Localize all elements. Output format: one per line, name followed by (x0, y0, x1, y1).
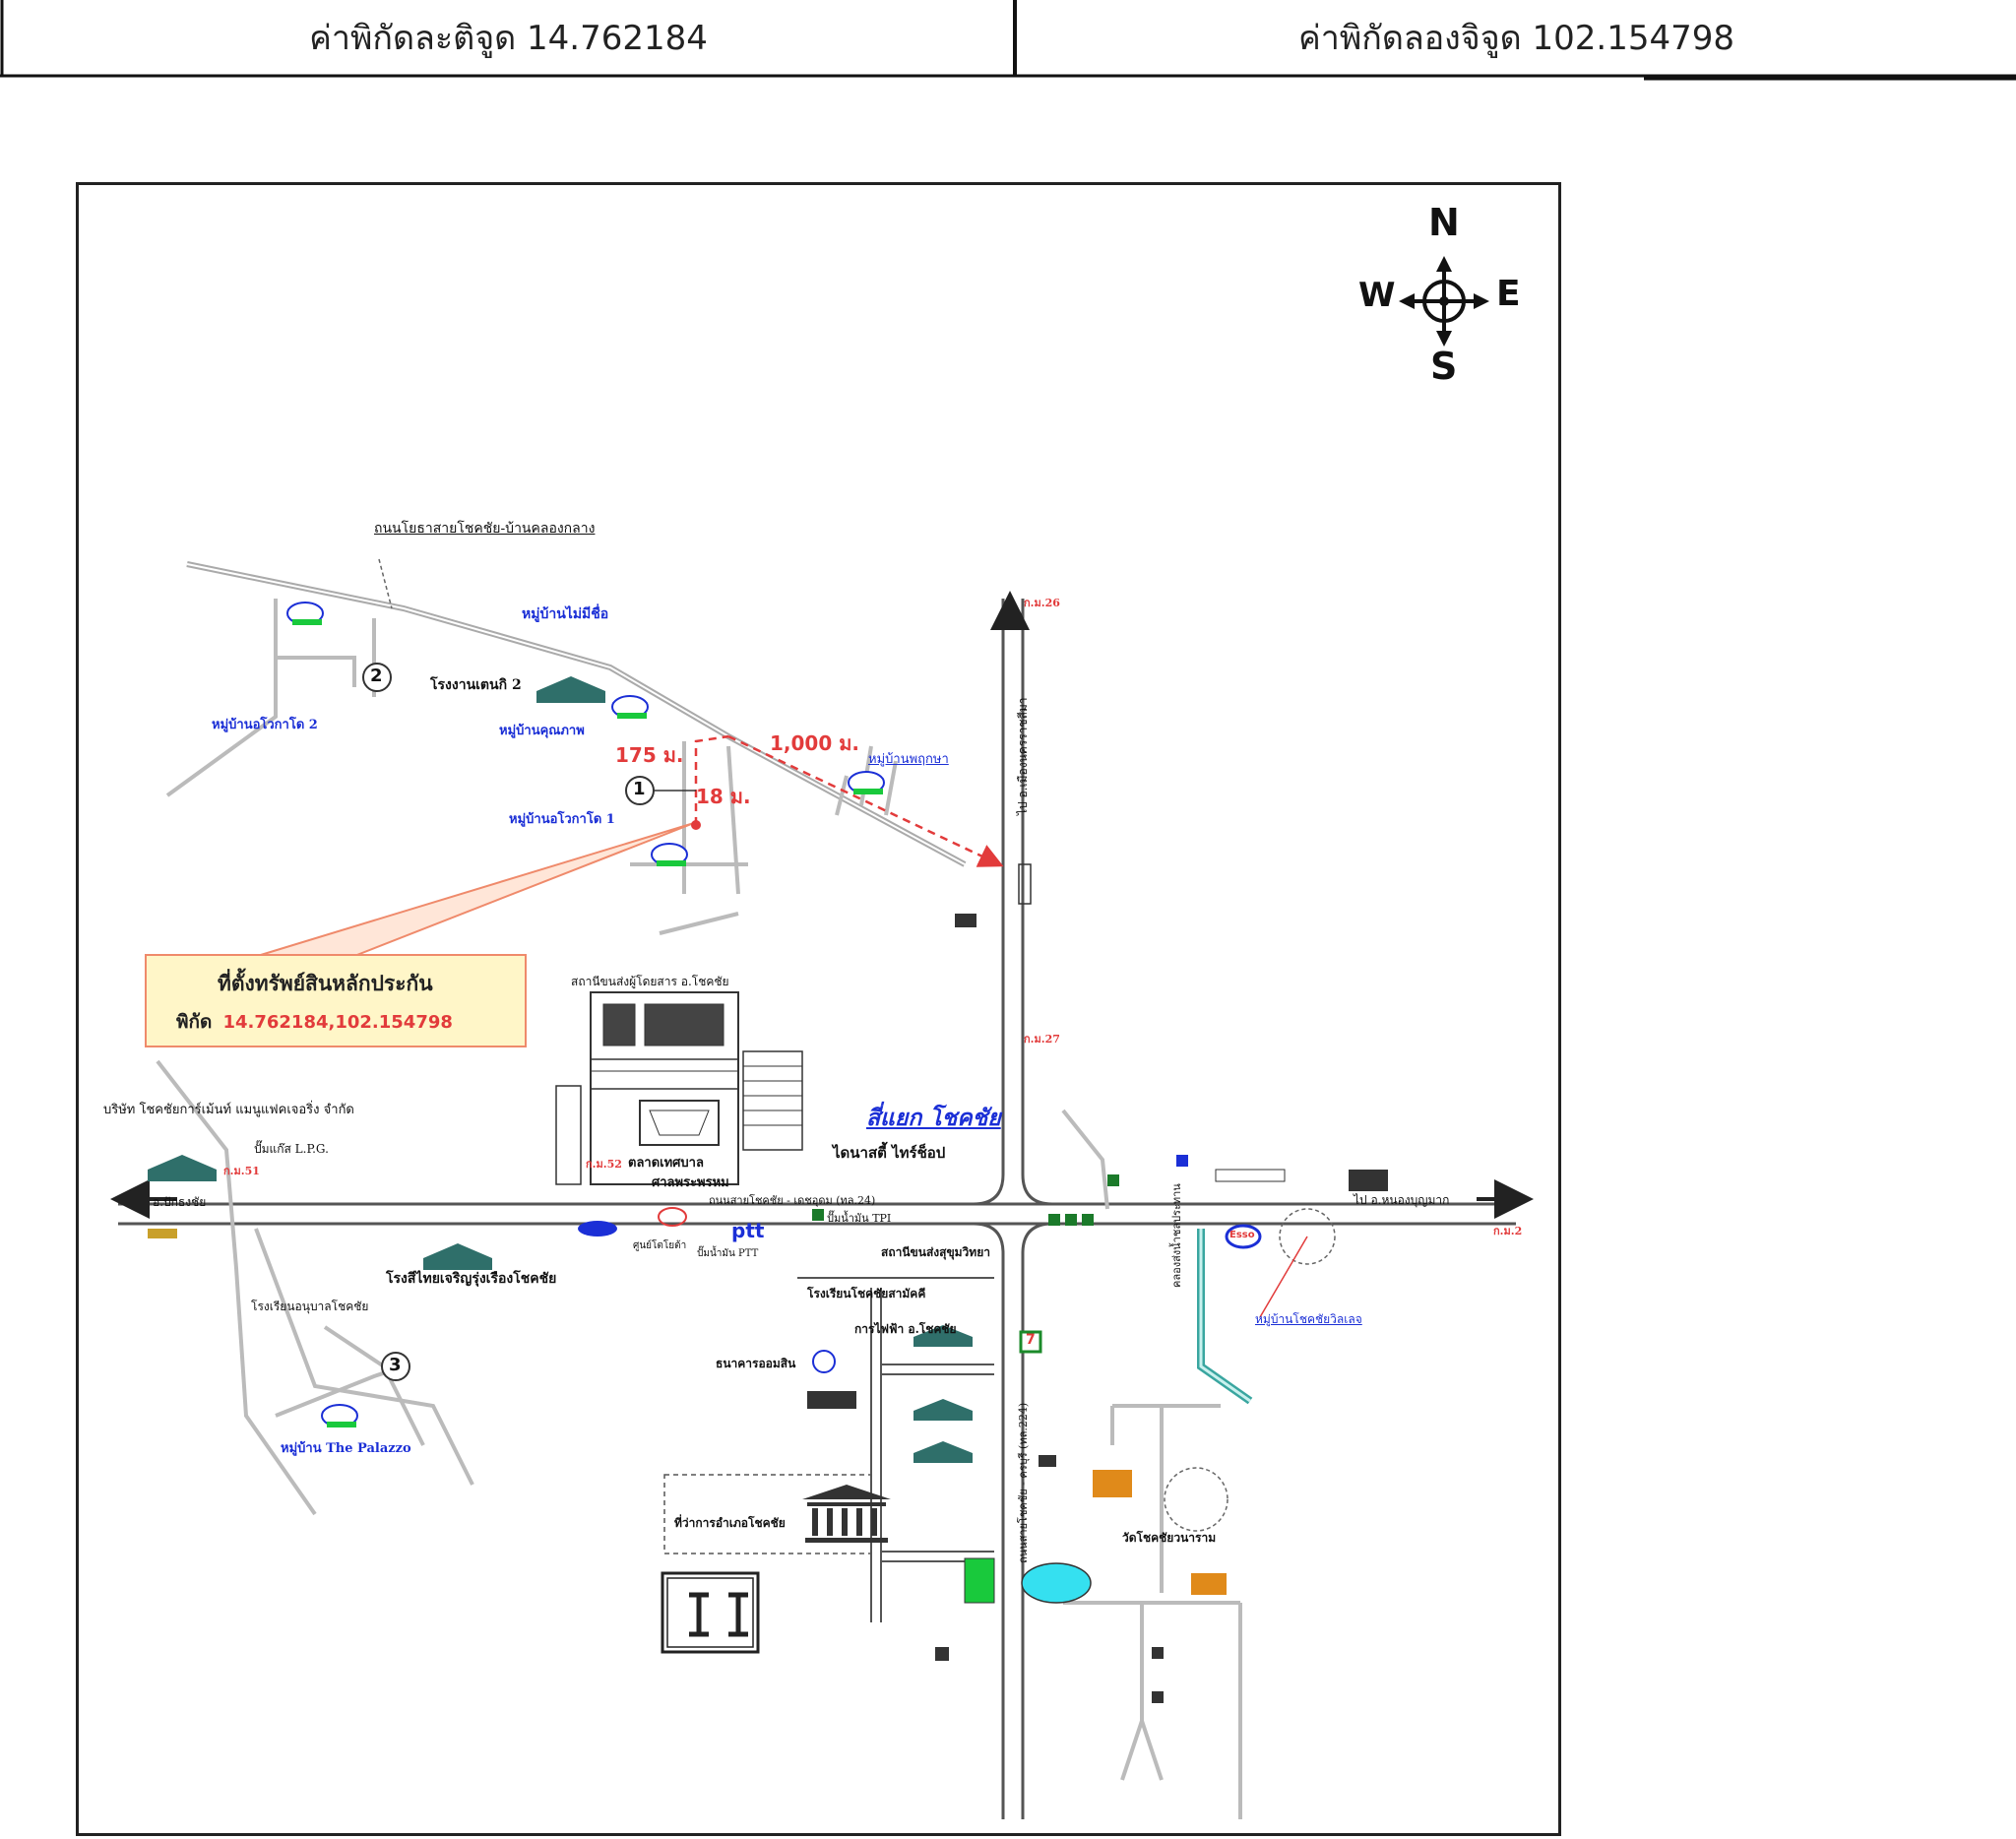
label-canal: คลองส่งน้ำชลประทาน (1170, 1183, 1183, 1288)
warehouse-icons (148, 676, 973, 1463)
label-road-north: ไป อ.เมืองนครราชสีมา (1016, 697, 1030, 815)
ford-logo-icon (578, 1221, 617, 1237)
label-km2: ก.ม.2 (1493, 1225, 1523, 1237)
canal (1197, 1229, 1253, 1405)
north-south-road (973, 599, 1053, 1819)
label-road-top: ถนนโยธาสายโชคชัย-บ้านคลองกลาง (374, 521, 596, 537)
label-ptt: ปั๊มน้ำมัน PTT (697, 1248, 759, 1259)
chevrolet-logo-icon (148, 1229, 177, 1238)
label-tpi: ปั๊มน้ำมัน TPI (827, 1212, 892, 1225)
label-km26: ก.ม.26 (1024, 597, 1060, 609)
route-dashed (694, 734, 1004, 867)
label-west-exit: อ.ปักธงชัย (153, 1195, 207, 1209)
district-office-box (663, 1474, 872, 1554)
esso-logo-icon (1225, 1224, 1262, 1249)
label-electric: การไฟฟ้า อ.โชคชัย (854, 1322, 957, 1336)
label-village-no-name: หมู่บ้านไม่มีชื่อ (522, 606, 609, 622)
map-svg (110, 256, 1534, 1819)
distance-18m: 18 ม. (696, 785, 751, 808)
label-temple-east: วัดโชคชัยวนาราม (1122, 1531, 1217, 1545)
label-toyota: ศูนย์โตโยต้า (633, 1240, 687, 1251)
local-roads-north (165, 599, 898, 935)
green-field (964, 1557, 995, 1604)
label-km27: ก.ม.27 (1024, 1033, 1060, 1046)
marker-3-label: 3 (389, 1355, 402, 1375)
pond (1021, 1562, 1092, 1604)
compass-icon (1399, 256, 1489, 347)
label-esso-logo: Esso (1229, 1230, 1255, 1240)
temple-marker (1164, 1467, 1228, 1532)
label-school-west: โรงเรียนอนุบาลโชคชัย (251, 1300, 369, 1313)
label-school-choke: โรงเรียนโชคชัยสามัคคี (807, 1287, 926, 1300)
label-seven-eleven: 7 (1026, 1332, 1036, 1348)
label-company: บริษัท โชคชัยการ์เม้นท์ แมนูแฟคเจอริ่ง จ… (103, 1103, 354, 1117)
marker-circles (362, 663, 655, 1381)
label-tyre-shop: ไดนาสตี้ ไทร์ช็อป (833, 1144, 946, 1162)
bus-station-icon (555, 991, 803, 1185)
callout-coord-value: 14.762184,102.154798 (222, 1012, 453, 1033)
label-district-office: ที่ว่าการอำเภอโชคชัย (674, 1516, 786, 1530)
marker-2-label: 2 (370, 666, 383, 686)
distance-175m: 175 ม. (615, 743, 684, 767)
label-shrine: ศาลพระพรหม (652, 1175, 729, 1190)
toyota-logo-icon (658, 1207, 687, 1227)
label-factory2: โรงงานเตนกิ 2 (430, 677, 522, 693)
callout-pointer (250, 822, 695, 959)
label-market: ตลาดเทศบาล (628, 1156, 704, 1171)
bridge-icon (1018, 863, 1032, 905)
label-village-okatao1: หมู่บ้านอโวกาโด 1 (509, 812, 615, 827)
coordinates-table: ค่าพิกัดละติจูด 14.762184 ค่าพิกัดลองจิจ… (0, 0, 2016, 81)
label-village-palazzo: หมู่บ้าน The Palazzo (281, 1441, 411, 1456)
table-lines (0, 0, 2016, 81)
building-icons (807, 914, 1388, 1703)
south-blocks (797, 1277, 994, 1622)
marker-1-label: 1 (633, 779, 646, 799)
compass-north-label: N (1428, 201, 1460, 244)
label-village-quality: หมู่บ้านคุณภาพ (499, 724, 585, 738)
location-map: N S W E ที่ตั้งทรัพย์สินหลักประกัน พิกัด… (76, 182, 1561, 1836)
property-location-dot (691, 820, 701, 830)
bank-logo-icon (812, 1350, 836, 1373)
callout-coord-prefix: พิกัด (176, 1011, 213, 1033)
latitude-cell: ค่าพิกัดละติจูด 14.762184 (309, 19, 708, 58)
village-east-marker (1279, 1208, 1336, 1265)
seven-eleven-icon (1019, 1330, 1042, 1354)
village-east-pointer (1259, 1236, 1308, 1318)
label-km52: ก.ม.52 (586, 1158, 622, 1171)
property-callout: ที่ตั้งทรัพย์สินหลักประกัน พิกัด 14.7621… (145, 954, 527, 1047)
village-icons (286, 602, 885, 1427)
callout-title: ที่ตั้งทรัพย์สินหลักประกัน (218, 971, 433, 995)
label-road-main: ถนนสายโชคชัย - เดชอุดม (ทล.24) (709, 1194, 876, 1207)
local-roads-east (1061, 1109, 1242, 1819)
label-intersection: สี่แยก โชคชัย (866, 1105, 1001, 1131)
label-school-suk: สถานีขนส่งสุขุมวิทยา (881, 1245, 990, 1259)
government-building-icon (802, 1485, 891, 1543)
label-east-exit: ไป อ.หนองบุญมาก (1354, 1193, 1450, 1207)
longitude-cell: ค่าพิกัดลองจิจูด 102.154798 (1298, 19, 1734, 58)
label-village-okatao2: หมู่บ้านอโวกาโด 2 (212, 718, 318, 732)
compass-west-label: W (1358, 276, 1396, 315)
label-village-pattra: หมู่บ้านพฤกษา (868, 752, 949, 767)
label-bank: ธนาคารออมสิน (716, 1357, 796, 1370)
label-ptt-logo: ptt (731, 1219, 765, 1242)
label-bus-station: สถานีขนส่งผู้โดยสาร อ.โชคชัย (571, 975, 729, 988)
label-lpg: ปั๊มแก๊ส L.P.G. (254, 1142, 329, 1156)
sports-field-icon (661, 1571, 760, 1654)
label-village-east: หมู่บ้านโชคชัยวิลเลจ (1255, 1312, 1362, 1326)
distance-1000m: 1,000 ม. (770, 731, 860, 755)
compass-east-label: E (1496, 274, 1521, 314)
callout-coord-row: พิกัด 14.762184,102.154798 (176, 1007, 453, 1037)
label-rice-mill: โรงสีไทยเจริญรุ่งเรืองโชคชัย (386, 1271, 557, 1287)
label-km51: ก.ม.51 (223, 1165, 260, 1177)
label-road-south: ถนนสายโชคชัย - ครบุรี (ทล.224) (1017, 1402, 1030, 1563)
compass-south-label: S (1430, 345, 1458, 388)
upper-road (186, 558, 967, 867)
